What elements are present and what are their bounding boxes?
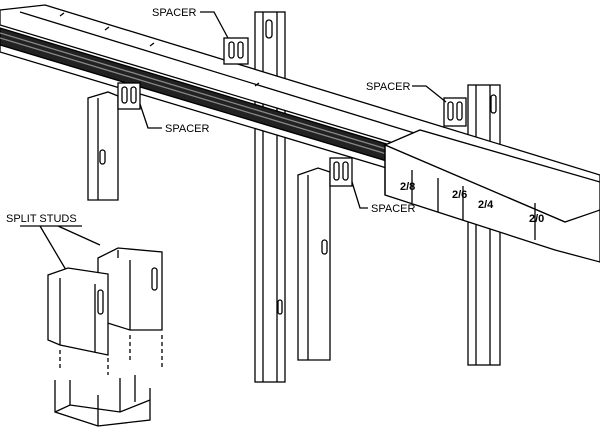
split-stud-front xyxy=(47,267,109,356)
spacer-top xyxy=(223,37,249,65)
short-stud-middle xyxy=(297,167,331,361)
split-stud-back xyxy=(97,247,163,331)
mark-2-8: 2/8 xyxy=(400,181,415,193)
spacer-label-left: SPACER xyxy=(165,123,209,135)
spacer-middle xyxy=(329,157,353,187)
tall-stud-center xyxy=(254,11,286,383)
short-stud-left xyxy=(87,91,119,201)
stud-base-clip xyxy=(54,375,151,427)
mark-2-4: 2/4 xyxy=(478,199,494,211)
spacer-label-top: SPACER xyxy=(152,7,196,19)
mark-2-0: 2/0 xyxy=(529,213,544,225)
header-bar: 2/8 2/6 2/4 2/0 xyxy=(383,129,600,263)
mark-2-6: 2/6 xyxy=(452,189,467,201)
spacer-label-middle: SPACER xyxy=(371,203,415,215)
spacer-right xyxy=(443,97,467,127)
spacer-label-right: SPACER xyxy=(366,81,410,93)
spacer-left xyxy=(117,82,141,110)
split-studs-label: SPLIT STUDS xyxy=(6,213,77,225)
